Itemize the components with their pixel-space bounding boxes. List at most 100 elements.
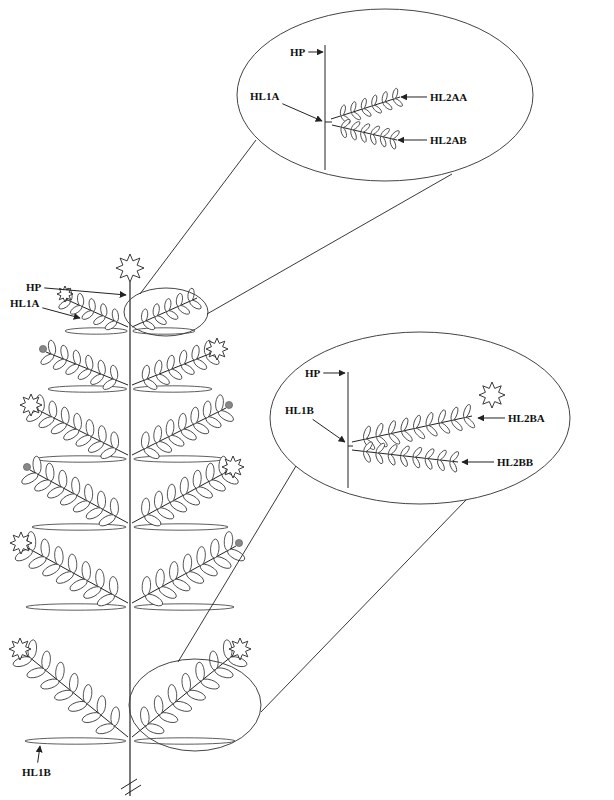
leaflet <box>167 684 177 704</box>
leaflet <box>360 98 367 110</box>
leaflet <box>181 673 191 693</box>
leader-arrow <box>282 104 322 121</box>
zoom-line <box>207 174 452 314</box>
leaflet <box>154 491 163 510</box>
leaflet <box>178 413 187 431</box>
zoom-line <box>178 466 296 662</box>
flower-star <box>10 532 32 554</box>
zoom-ellipse <box>237 9 533 181</box>
leaflet <box>155 569 165 589</box>
leaflet <box>77 367 93 381</box>
leaflet <box>40 677 61 691</box>
leaflet <box>375 442 386 454</box>
leaflet <box>141 432 150 450</box>
leaflet <box>55 662 65 682</box>
flower-star <box>206 338 228 360</box>
leaflet <box>62 427 81 442</box>
leaflet <box>375 423 385 438</box>
leaflet <box>67 699 88 713</box>
leaflet <box>339 104 346 116</box>
leaflet <box>100 303 108 317</box>
part-label: HL2BB <box>497 456 533 469</box>
part-label: HL1A <box>250 90 279 103</box>
leaflet <box>180 477 189 496</box>
part-label: HL2AA <box>430 91 467 104</box>
rachis <box>132 470 230 523</box>
leaflet <box>20 471 40 487</box>
leaflet <box>27 554 48 570</box>
leaflet <box>68 577 89 593</box>
bud-dot <box>225 401 232 408</box>
leaflet <box>110 498 119 517</box>
leaflet <box>152 303 160 317</box>
leaflet <box>153 695 163 715</box>
leaflet <box>370 125 381 136</box>
leaflet <box>380 127 391 138</box>
leader-arrow <box>462 461 494 462</box>
zoom-ring <box>124 288 208 336</box>
part-label: HP <box>290 46 305 59</box>
leaflet <box>52 357 68 371</box>
leaflet <box>424 457 434 470</box>
rachis <box>132 298 197 327</box>
leader-arrow <box>478 417 505 418</box>
leaflet <box>196 546 206 566</box>
leaflet <box>134 524 228 530</box>
leaflet <box>166 355 176 371</box>
leaflet <box>387 453 397 466</box>
leaflet <box>37 415 56 430</box>
leaflet <box>77 293 85 307</box>
leaflet <box>72 499 92 515</box>
leaflet <box>167 484 176 503</box>
leaflet <box>98 425 107 443</box>
leaflet <box>141 309 149 323</box>
leaflet <box>71 477 80 496</box>
leaflet <box>82 584 103 600</box>
leaflet <box>448 460 458 473</box>
leaflet <box>48 401 57 419</box>
rachis <box>23 652 128 737</box>
leaflet <box>72 350 82 366</box>
leaflet <box>340 127 348 139</box>
leaflet <box>84 484 93 503</box>
leaflet <box>389 138 397 150</box>
leader-arrow <box>308 51 323 52</box>
leaflet <box>141 576 151 596</box>
leaflet <box>41 562 62 578</box>
leaflet <box>81 561 91 581</box>
leaflet <box>32 524 126 530</box>
leaflet <box>153 425 162 443</box>
leaflet <box>61 407 70 425</box>
leaflet <box>110 432 119 450</box>
leaflet <box>224 531 234 551</box>
leaflet <box>47 340 57 356</box>
flower-star <box>9 638 31 660</box>
leaflet <box>81 711 102 725</box>
leaflet <box>375 452 385 465</box>
leaflet <box>109 365 119 381</box>
leaflet <box>55 569 76 585</box>
leaflet <box>85 355 95 371</box>
leaflet <box>60 345 70 361</box>
leaflet <box>195 662 205 682</box>
leaflet <box>350 120 361 131</box>
leaflet <box>362 441 373 453</box>
leaflet <box>69 673 79 693</box>
leaflet <box>387 443 398 455</box>
leader-arrow <box>323 372 345 373</box>
flower-star <box>57 286 73 302</box>
leaflet <box>169 561 179 581</box>
leaflet <box>350 101 357 113</box>
leaflet <box>134 456 224 462</box>
bud-dot <box>23 463 30 470</box>
leaflet <box>68 554 78 574</box>
leaflet <box>412 446 423 458</box>
leaflet <box>64 362 80 376</box>
break-mark <box>125 785 141 795</box>
leaflet <box>399 455 409 468</box>
leaflet <box>141 498 150 517</box>
leaflet <box>50 421 69 436</box>
leader-arrow <box>38 746 40 763</box>
leaflet <box>33 478 53 494</box>
